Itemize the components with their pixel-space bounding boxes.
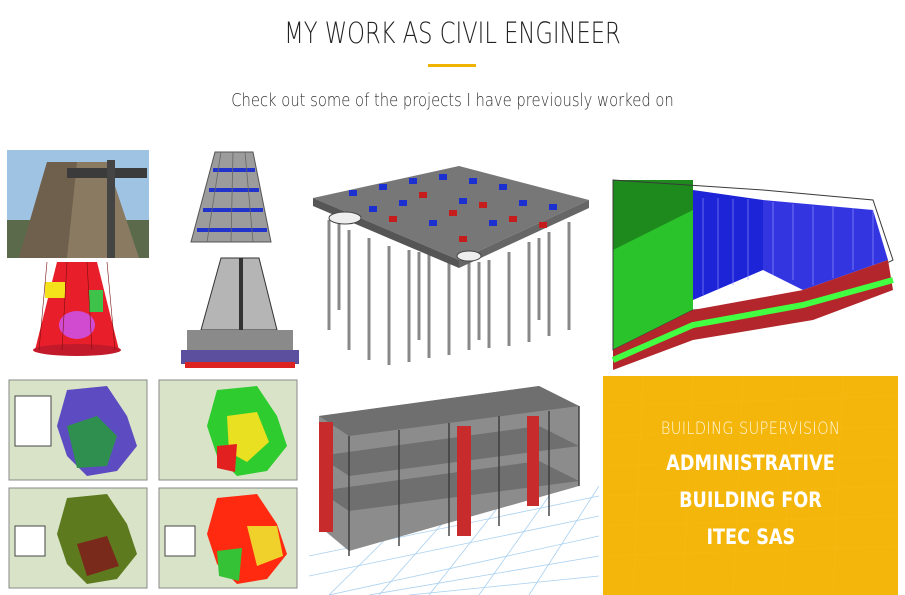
pile-foundation-image: [309, 150, 599, 372]
tower-fem-image: [7, 150, 151, 372]
thematic-maps-image: [7, 376, 305, 595]
portfolio-item-hydrological-maps[interactable]: [7, 376, 305, 595]
concrete-frame-image: [309, 376, 599, 595]
project-title-line1[interactable]: ADMINISTRATIVE BUILDING FOR: [666, 451, 835, 512]
portfolio-item-industrial-roof[interactable]: [603, 150, 898, 372]
portfolio-item-administrative-building[interactable]: BUILDING SUPERVISION ADMINISTRATIVE BUIL…: [603, 376, 898, 595]
portfolio-item-frame-building[interactable]: [309, 376, 599, 595]
portfolio-item-pile-foundation[interactable]: [309, 150, 599, 372]
portfolio-item-silo-foundation[interactable]: [155, 150, 305, 372]
project-category: BUILDING SUPERVISION: [660, 419, 841, 439]
portfolio-grid: BUILDING SUPERVISION ADMINISTRATIVE BUIL…: [7, 150, 898, 595]
steel-frame-image: [603, 150, 898, 372]
project-hover-overlay[interactable]: BUILDING SUPERVISION ADMINISTRATIVE BUIL…: [603, 376, 898, 595]
cone-model-image: [155, 150, 305, 372]
portfolio-section-subtitle: Check out some of the projects I have pr…: [231, 90, 674, 111]
portfolio-section-title: MY WORK AS CIVIL ENGINEER: [284, 16, 621, 50]
portfolio-item-silo-tower[interactable]: [7, 150, 151, 372]
title-underline: [428, 64, 476, 67]
project-title-line2[interactable]: ITEC SAS: [706, 525, 795, 549]
